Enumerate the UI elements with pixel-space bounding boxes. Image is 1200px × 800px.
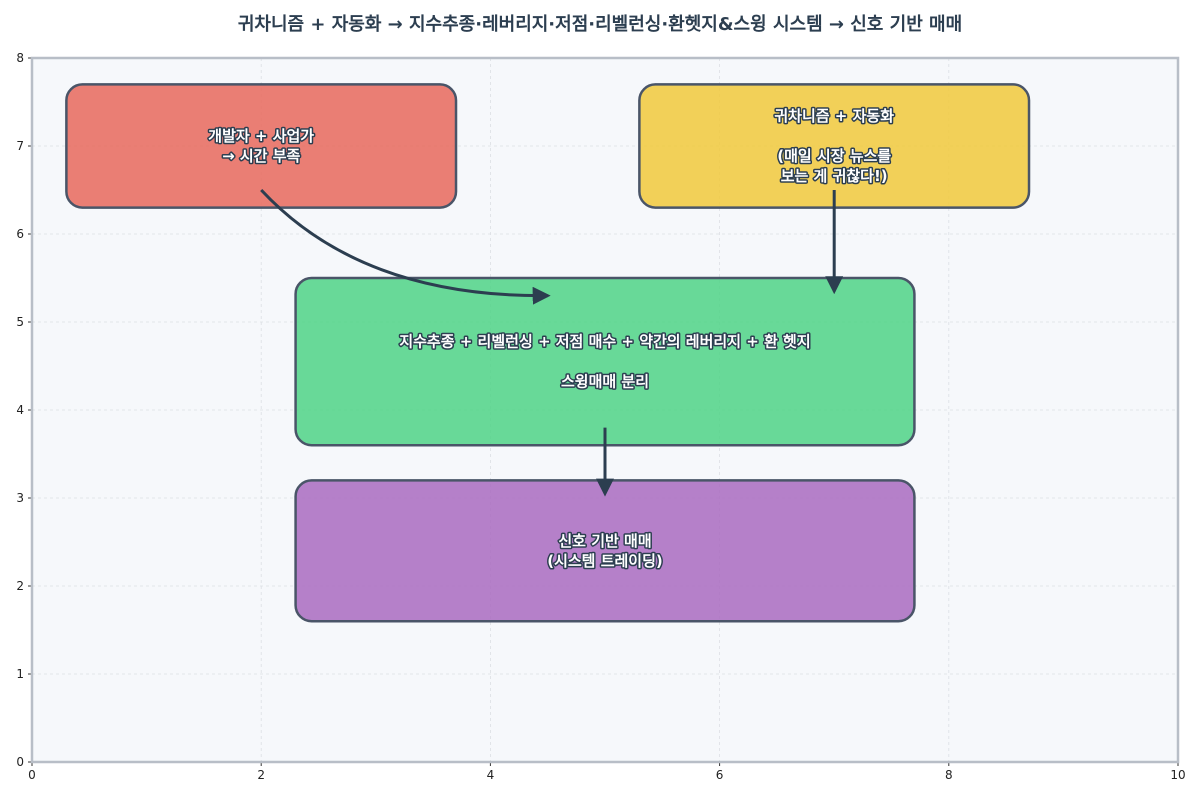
box-strategy: 지수추종 + 리벨런싱 + 저점 매수 + 약간의 레버리지 + 환 헷지스윙매… [294,276,916,447]
y-tick-label: 3 [16,491,24,505]
y-tick-label: 1 [16,667,24,681]
box-signal: 신호 기반 매매 (시스템 트레이딩) [294,479,916,623]
box-strategy-label: 지수추종 + 리벨런싱 + 저점 매수 + 약간의 레버리지 + 환 헷지 [399,333,810,351]
x-tick-label: 10 [1170,768,1185,782]
box-developer-shape [65,83,458,209]
box-developer-label: → 시간 부족 [222,147,300,165]
x-tick-label: 0 [28,768,36,782]
box-strategy-shape [294,276,916,447]
axis-ticks: 0 2 4 6 8 10 0 1 2 3 4 5 6 7 8 [16,51,1185,782]
x-tick-label: 6 [716,768,724,782]
y-tick-label: 8 [16,51,24,65]
diagram-title: 귀차니즘 + 자동화 → 지수추종·레버리지·저점·리벨런싱·환헷지&스윙 시스… [237,14,963,35]
y-tick-label: 7 [16,139,24,153]
box-developer: 개발자 + 사업가 → 시간 부족 [65,83,458,209]
box-laziness-shape [638,83,1031,209]
x-tick-label: 8 [945,768,953,782]
box-signal-label: 신호 기반 매매 [558,532,651,550]
x-tick-label: 2 [257,768,265,782]
y-tick-label: 6 [16,227,24,241]
box-laziness-label: (매일 시장 뉴스를 [777,147,891,165]
y-tick-label: 0 [16,755,24,769]
box-laziness-label: 귀차니즘 + 자동화 [774,107,894,125]
flow-arrow-1 [260,188,551,305]
y-tick-label: 5 [16,315,24,329]
box-signal-shape [294,479,916,623]
flow-arrows [260,188,844,497]
y-tick-label: 2 [16,579,24,593]
plot-frame [30,56,1180,764]
x-tick-label: 4 [487,768,495,782]
box-strategy-label: 스윙매매 분리 [561,373,649,391]
y-tick-label: 4 [16,403,24,417]
box-laziness-label: 보는 게 귀찮다!) [781,167,888,185]
box-developer-label: 개발자 + 사업가 [208,127,314,145]
box-signal-label: (시스템 트레이딩) [547,552,663,570]
